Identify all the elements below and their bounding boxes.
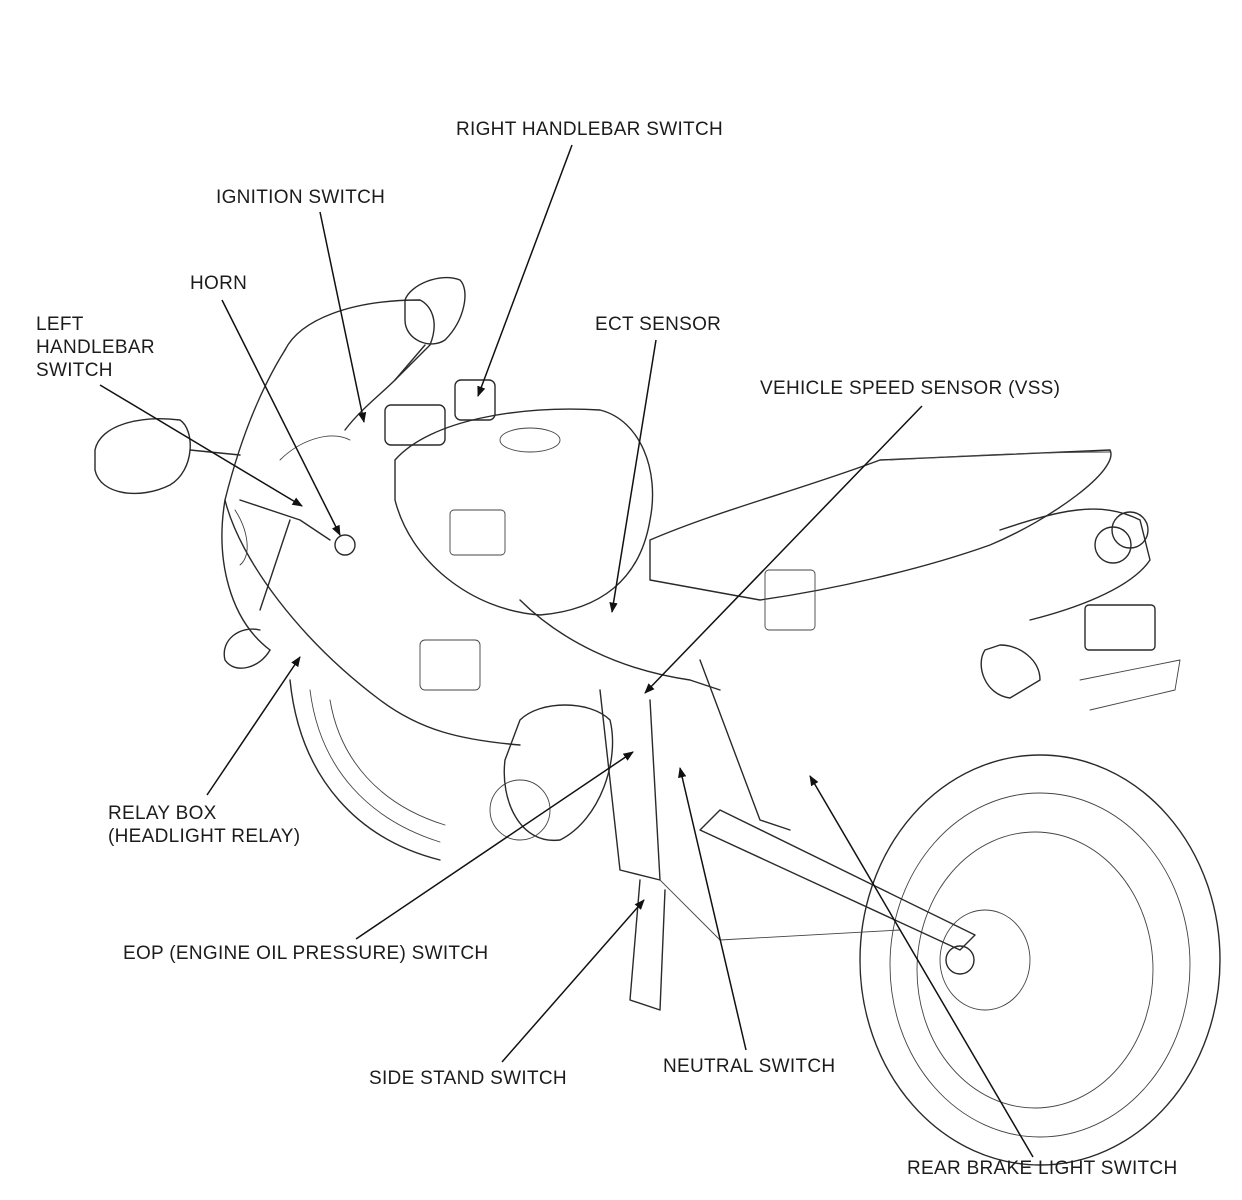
right-mirror — [394, 276, 466, 381]
engine-frame — [419, 509, 976, 1011]
seat-tail — [649, 449, 1181, 711]
fuel-tank — [394, 408, 654, 616]
leader-ignition-switch — [319, 211, 367, 424]
leader-ect-sensor — [609, 339, 657, 614]
label-horn: HORN — [190, 273, 248, 294]
label-left-handlebar-switch: LEFT HANDLEBAR SWITCH — [36, 314, 155, 381]
label-neutral-switch: NEUTRAL SWITCH — [663, 1056, 836, 1077]
leader-lines — [99, 144, 1034, 1158]
leader-right-handlebar-switch — [477, 144, 573, 397]
label-right-handlebar-switch: RIGHT HANDLEBAR SWITCH — [456, 119, 723, 140]
leader-neutral-switch — [678, 766, 747, 1051]
front-fairing — [221, 299, 521, 746]
leader-eop-switch — [355, 751, 634, 940]
leader-relay-box — [206, 656, 301, 796]
label-relay-box: RELAY BOX (HEADLIGHT RELAY) — [108, 803, 301, 847]
rear-wheel — [859, 754, 1221, 1166]
label-rear-brake-light-switch: REAR BRAKE LIGHT SWITCH — [907, 1158, 1178, 1179]
front-wheel — [289, 679, 446, 861]
handlebar-cluster — [223, 379, 496, 669]
leader-rear-brake-light-switch — [809, 775, 1034, 1158]
leader-horn — [221, 299, 341, 536]
label-ect-sensor: ECT SENSOR — [595, 314, 722, 335]
label-side-stand-switch: SIDE STAND SWITCH — [369, 1068, 567, 1089]
label-vehicle-speed-sensor: VEHICLE SPEED SENSOR (VSS) — [760, 378, 1061, 399]
leader-side-stand-switch — [501, 899, 645, 1063]
motorcycle-illustration — [94, 276, 1221, 1166]
leader-left-handlebar-switch — [99, 384, 303, 507]
label-eop-switch: EOP (ENGINE OIL PRESSURE) SWITCH — [123, 943, 489, 964]
leader-vehicle-speed-sensor — [644, 405, 923, 694]
label-ignition-switch: IGNITION SWITCH — [216, 187, 386, 208]
left-mirror — [94, 418, 241, 495]
